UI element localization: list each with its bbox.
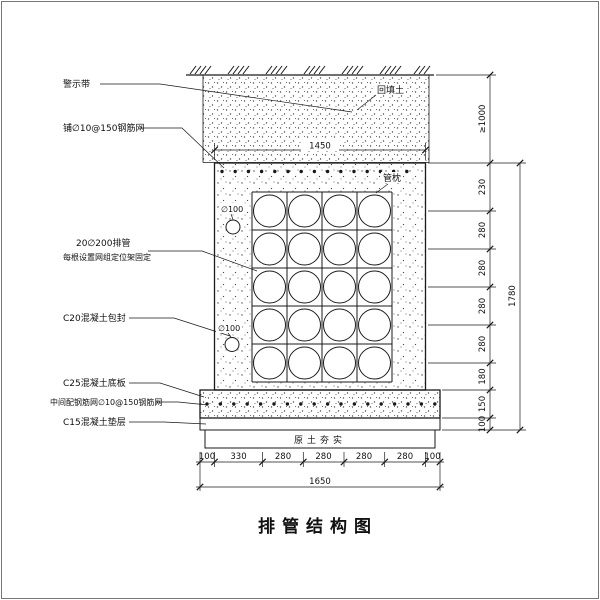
- pipe: [288, 270, 321, 304]
- ground-hatch-marks: [189, 65, 431, 75]
- ground-surface: [186, 65, 434, 76]
- warning-tape-leader: [100, 83, 353, 113]
- left-annotations: 警示带 铺∅10@150钢筋网 20∅200排管 每根设置网组定位架固定 C20…: [50, 78, 353, 428]
- c20-leader: [129, 317, 231, 337]
- dim-bottom: 100 330 280 280 280 280 100 1650: [196, 452, 444, 491]
- dim-bottom-seg-3: 280: [315, 452, 331, 462]
- pipe: [358, 346, 391, 380]
- base-slab: [199, 389, 441, 419]
- duct-block: [213, 162, 427, 391]
- pipe: [323, 308, 356, 342]
- dim-top-width: 1450: [210, 139, 430, 160]
- phi100-bottom-leader: [227, 332, 232, 338]
- pipes-fixing-label: 每根设置网组定位架固定: [63, 252, 151, 262]
- spare-conduit-bottom: [224, 337, 240, 352]
- pipe: [253, 346, 286, 380]
- pipe: [323, 232, 356, 266]
- backfill-label: 回填土: [377, 84, 404, 96]
- pipe-pillow-leader: [375, 183, 389, 194]
- pipe: [323, 346, 356, 380]
- dim-bottom-total: 1650: [309, 477, 331, 487]
- dim-right-total: 1780: [508, 285, 518, 307]
- dim-right-seg-1: 280: [478, 222, 488, 238]
- dim-right-seg-2: 280: [478, 260, 488, 276]
- pipe: [358, 194, 391, 228]
- drawing-title: 排管结构图: [258, 516, 378, 537]
- pipe: [288, 232, 321, 266]
- dim-bottom-seg-6: 100: [424, 452, 440, 462]
- dim-bottom-seg-0: 100: [199, 452, 215, 462]
- c25-leader: [129, 382, 205, 398]
- pipe: [358, 308, 391, 342]
- middle-mesh-leader: [156, 401, 209, 406]
- pipe: [358, 270, 391, 304]
- pipe-pillow-label: 管枕: [383, 172, 401, 184]
- pipe: [253, 270, 286, 304]
- pipe: [253, 194, 286, 228]
- dim-right: ≥1000 230 280 280 280 280 180 150 100 17…: [428, 71, 526, 434]
- pipe: [288, 194, 321, 228]
- dim-right-seg-5: 180: [478, 368, 488, 384]
- dim-1450: 1450: [309, 142, 331, 152]
- dim-bottom-seg-4: 280: [356, 452, 372, 462]
- pipe: [288, 346, 321, 380]
- pipe-grid: [253, 194, 391, 380]
- warning-tape-label: 警示带: [63, 78, 90, 90]
- dim-right-seg-3: 280: [478, 298, 488, 314]
- pipes-leader: [148, 250, 258, 272]
- dim-right-seg-7: 100: [478, 416, 488, 432]
- pipe: [323, 270, 356, 304]
- positioning-grid: [251, 191, 393, 383]
- dim-backfill-depth: ≥1000: [478, 105, 488, 134]
- c15-leader: [129, 421, 207, 425]
- spare-conduit-top: [225, 219, 241, 235]
- dim-right-seg-6: 150: [478, 396, 488, 412]
- pipe: [253, 308, 286, 342]
- pipe: [323, 194, 356, 228]
- phi100-top-leader: [230, 213, 234, 220]
- pipe: [358, 232, 391, 266]
- top-mesh-leader: [140, 127, 225, 169]
- dim-bottom-seg-1: 330: [230, 452, 246, 462]
- c25-label: C25混凝土底板: [63, 377, 126, 389]
- c20-label: C20混凝土包封: [63, 312, 126, 324]
- compacted-soil-label: 原土夯实: [294, 434, 346, 446]
- dim-right-seg-0: 230: [478, 179, 488, 195]
- top-mesh-label: 铺∅10@150钢筋网: [63, 122, 144, 134]
- phi100-bottom-label: ∅100: [218, 324, 240, 333]
- dim-bottom-seg-5: 280: [397, 452, 413, 462]
- phi100-top-label: ∅100: [221, 205, 243, 214]
- pipe: [288, 308, 321, 342]
- inner-annotations: 回填土 管枕 ∅100 ∅100: [216, 84, 406, 338]
- dim-right-seg-4: 280: [478, 336, 488, 352]
- c15-label: C15混凝土垫层: [63, 416, 126, 428]
- compacted-soil-band: 原土夯实: [204, 429, 436, 449]
- pipe: [253, 232, 286, 266]
- middle-mesh-label: 中间配钢筋网∅10@150钢筋网: [50, 397, 162, 407]
- backfill-leader: [356, 94, 377, 111]
- pipes-spec-label: 20∅200排管: [76, 237, 130, 249]
- dim-bottom-seg-2: 280: [275, 452, 291, 462]
